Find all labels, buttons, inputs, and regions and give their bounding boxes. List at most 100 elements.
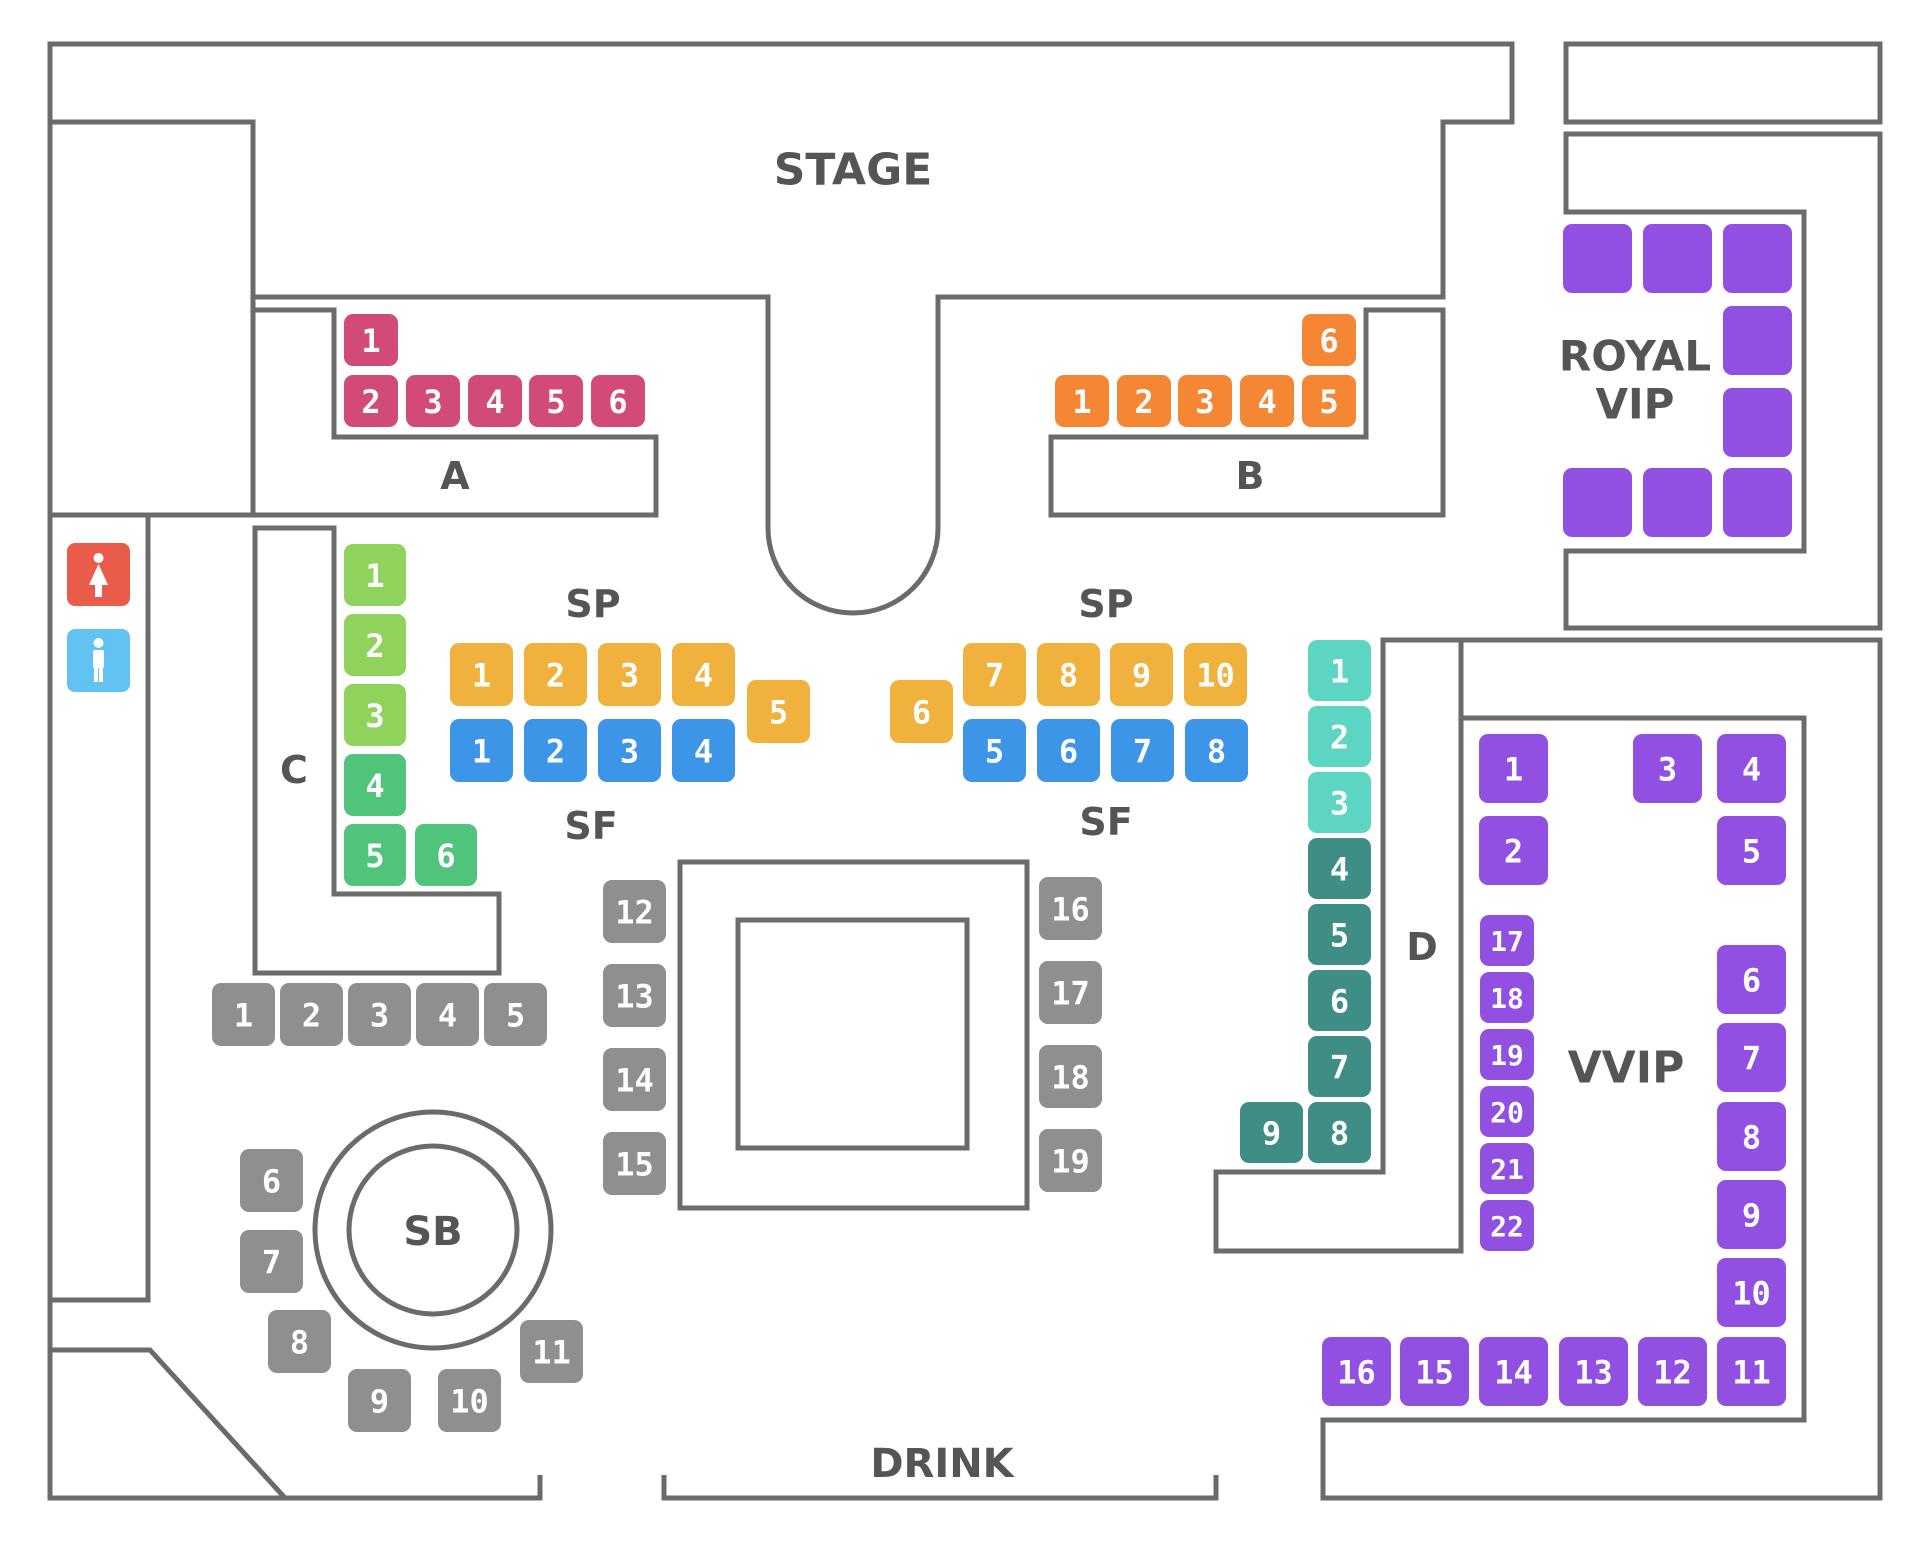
seat-sp-right-10[interactable]: 10 [1184,643,1247,706]
seat-sf-left-1[interactable]: 1 [450,719,513,782]
seat-a-2[interactable]: 2 [344,375,398,427]
seat-c-bottom-3[interactable]: 3 [348,983,411,1046]
seat-vvip-17[interactable]: 17 [1480,915,1534,966]
seat-sp-left-4[interactable]: 4 [672,643,735,706]
seat-vvip-16[interactable]: 16 [1322,1337,1391,1406]
seat-number: 2 [1134,383,1153,421]
seat-d-3[interactable]: 3 [1308,772,1371,833]
seat-center-18[interactable]: 18 [1039,1045,1102,1108]
seat-number: 5 [769,694,788,732]
seat-vvip-8[interactable]: 8 [1717,1102,1786,1171]
seat-center-17[interactable]: 17 [1039,961,1102,1024]
seat-vvip-15[interactable]: 15 [1400,1337,1469,1406]
seat-d-8[interactable]: 8 [1308,1102,1371,1163]
seat-vvip-18[interactable]: 18 [1480,972,1534,1023]
seat-sp-right-8[interactable]: 8 [1037,643,1100,706]
seat-sp-left-3[interactable]: 3 [598,643,661,706]
seat-vvip-20[interactable]: 20 [1480,1086,1534,1137]
seat-sf-left-4[interactable]: 4 [672,719,735,782]
seat-sf-left-3[interactable]: 3 [598,719,661,782]
seat-sf-right-5[interactable]: 5 [963,719,1026,782]
seat-vvip-1[interactable]: 1 [1479,734,1548,803]
seat-c-bottom-2[interactable]: 2 [280,983,343,1046]
seat-vvip-4[interactable]: 4 [1717,734,1786,803]
seat-sf-right-6[interactable]: 6 [1037,719,1100,782]
seat-vvip-7[interactable]: 7 [1717,1023,1786,1092]
seat-center-14[interactable]: 14 [603,1048,666,1111]
seat-sb-11[interactable]: 11 [520,1320,583,1383]
royal-vip-seat-1[interactable] [1563,224,1632,293]
seat-number: 4 [365,767,384,805]
seat-center-19[interactable]: 19 [1039,1129,1102,1192]
drink-label: DRINK [870,1441,1015,1487]
seat-vvip-2[interactable]: 2 [1479,816,1548,885]
seat-vvip-14[interactable]: 14 [1479,1337,1548,1406]
seat-sb-6[interactable]: 6 [240,1149,303,1212]
seat-a-4[interactable]: 4 [468,375,522,427]
seat-c-4[interactable]: 4 [344,754,406,816]
seat-vvip-3[interactable]: 3 [1633,734,1702,803]
seat-a-1[interactable]: 1 [344,314,398,366]
seat-d-6[interactable]: 6 [1308,970,1371,1031]
seat-sb-9[interactable]: 9 [348,1369,411,1432]
royal-vip-seat-5[interactable] [1723,388,1792,457]
seat-d-2[interactable]: 2 [1308,706,1371,767]
seat-b-1[interactable]: 1 [1055,375,1109,427]
seat-vvip-11[interactable]: 11 [1717,1337,1786,1406]
seat-vvip-9[interactable]: 9 [1717,1180,1786,1249]
seat-c-bottom-4[interactable]: 4 [416,983,479,1046]
seat-sp-right-7[interactable]: 7 [963,643,1026,706]
seat-d-5[interactable]: 5 [1308,904,1371,965]
seat-c-5[interactable]: 5 [344,824,406,886]
seat-vvip-5[interactable]: 5 [1717,816,1786,885]
seat-vvip-12[interactable]: 12 [1638,1337,1707,1406]
seat-vvip-19[interactable]: 19 [1480,1029,1534,1080]
seat-vvip-21[interactable]: 21 [1480,1143,1534,1194]
seat-number: 9 [1742,1197,1761,1235]
seat-b-5[interactable]: 5 [1302,375,1356,427]
royal-vip-seat-7[interactable] [1643,468,1712,537]
seat-d-9[interactable]: 9 [1240,1102,1303,1163]
seat-sb-10[interactable]: 10 [438,1369,501,1432]
seat-c-1[interactable]: 1 [344,544,406,606]
seat-a-3[interactable]: 3 [406,375,460,427]
seat-c-2[interactable]: 2 [344,614,406,676]
royal-vip-seat-2[interactable] [1643,224,1712,293]
seat-c-bottom-1[interactable]: 1 [212,983,275,1046]
seat-vvip-6[interactable]: 6 [1717,945,1786,1014]
seat-sb-7[interactable]: 7 [240,1230,303,1293]
seat-vvip-22[interactable]: 22 [1480,1200,1534,1251]
seat-b-4[interactable]: 4 [1240,375,1294,427]
royal-vip-seat-4[interactable] [1723,306,1792,375]
seat-center-15[interactable]: 15 [603,1132,666,1195]
seat-d-7[interactable]: 7 [1308,1036,1371,1097]
seat-d-4[interactable]: 4 [1308,838,1371,899]
seat-c-6[interactable]: 6 [415,824,477,886]
seat-sb-8[interactable]: 8 [268,1310,331,1373]
seat-b-3[interactable]: 3 [1178,375,1232,427]
seat-sp-left-1[interactable]: 1 [450,643,513,706]
seat-c-3[interactable]: 3 [344,684,406,746]
seat-center-12[interactable]: 12 [603,880,666,943]
seat-sp-left-5[interactable]: 5 [747,680,810,743]
royal-vip-seat-8[interactable] [1723,468,1792,537]
seat-a-6[interactable]: 6 [591,375,645,427]
seat-sf-right-8[interactable]: 8 [1185,719,1248,782]
sp-right-label: SP [1078,582,1133,626]
seat-d-1[interactable]: 1 [1308,640,1371,701]
seat-sp-left-2[interactable]: 2 [524,643,587,706]
seat-sp-right-9[interactable]: 9 [1110,643,1173,706]
royal-vip-seat-3[interactable] [1723,224,1792,293]
royal-vip-seat-6[interactable] [1563,468,1632,537]
seat-sf-left-2[interactable]: 2 [524,719,587,782]
seat-vvip-10[interactable]: 10 [1717,1258,1786,1327]
seat-center-13[interactable]: 13 [603,964,666,1027]
seat-c-bottom-5[interactable]: 5 [484,983,547,1046]
seat-vvip-13[interactable]: 13 [1559,1337,1628,1406]
seat-sp-right-6[interactable]: 6 [890,680,953,743]
seat-b-2[interactable]: 2 [1117,375,1171,427]
seat-sf-right-7[interactable]: 7 [1111,719,1174,782]
seat-b-6[interactable]: 6 [1302,314,1356,366]
seat-center-16[interactable]: 16 [1039,877,1102,940]
seat-a-5[interactable]: 5 [529,375,583,427]
